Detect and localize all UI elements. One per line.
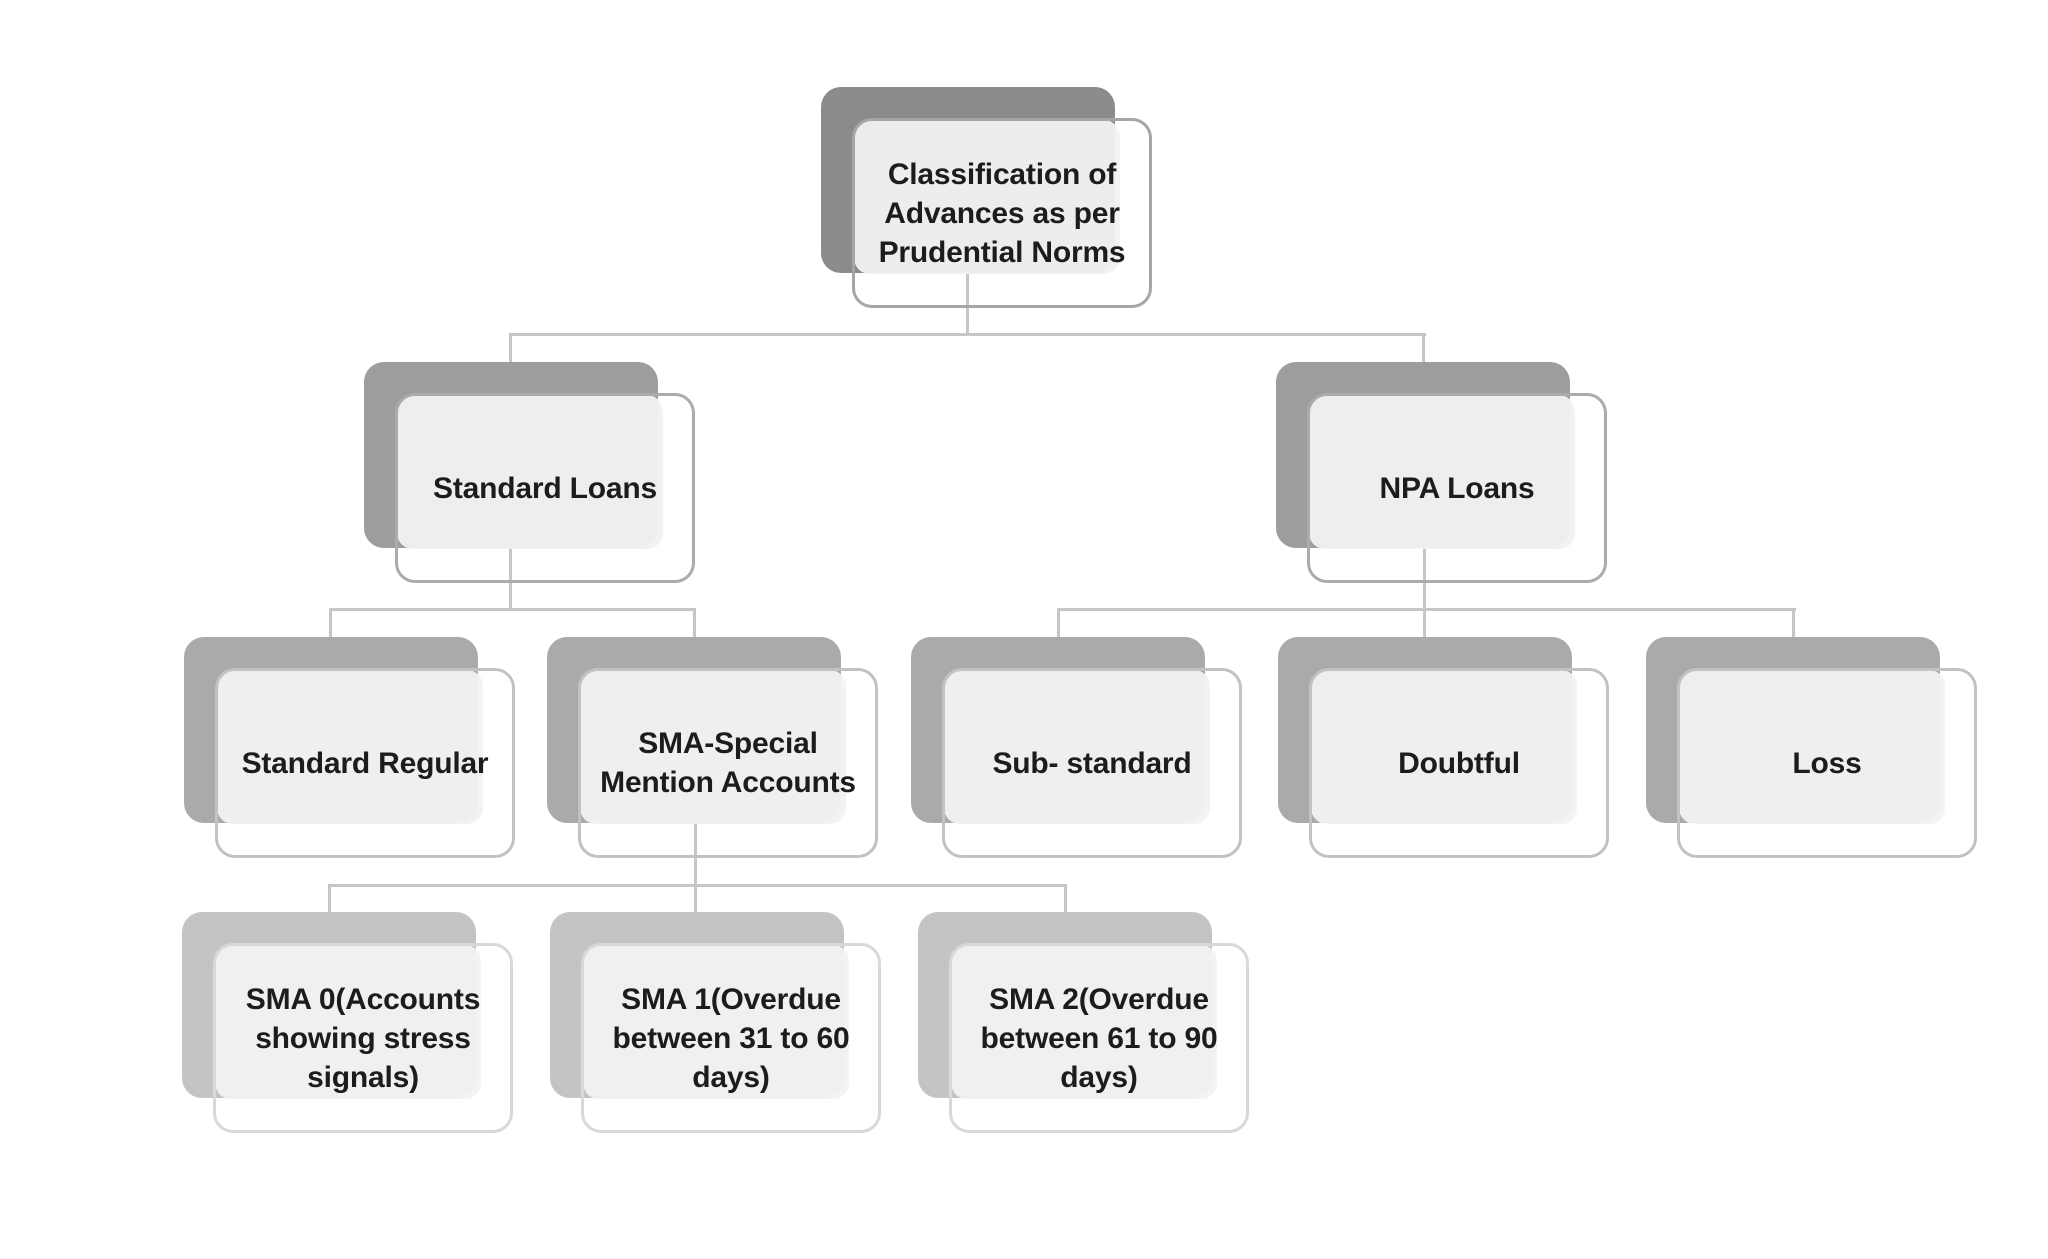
node-fill	[215, 945, 481, 1099]
node-fill	[1679, 670, 1945, 824]
node-fill	[1311, 670, 1577, 824]
node-fill	[580, 670, 846, 824]
node-label: SMA-Special Mention Accounts	[600, 727, 856, 799]
node-sub-standard: Sub- standard	[911, 637, 1242, 858]
node-label: SMA 1(Overdue between 31 to 60 days)	[612, 982, 850, 1094]
connector-drop-npa-loans	[1422, 333, 1425, 364]
node-loss: Loss	[1646, 637, 1977, 858]
node-fill	[583, 945, 849, 1099]
node-label: Doubtful	[1398, 746, 1520, 780]
node-label: Standard Loans	[433, 471, 657, 505]
connector-level2-hline	[509, 333, 1426, 336]
connector-standard-stem	[509, 548, 512, 610]
node-sma-special-mention-accounts: SMA-Special Mention Accounts	[547, 637, 878, 858]
node-classification-of-advances: Classification of Advances as per Pruden…	[821, 87, 1152, 308]
node-frame	[1309, 668, 1609, 858]
node-label: Sub- standard	[992, 746, 1192, 780]
connector-npa-children-hline	[1057, 608, 1796, 611]
node-label: SMA 0(Accounts showing stress signals)	[245, 982, 481, 1094]
connector-drop-sma2	[1064, 884, 1067, 915]
connector-drop-loss	[1792, 608, 1795, 639]
node-sma-1: SMA 1(Overdue between 31 to 60 days)	[550, 912, 881, 1133]
node-fill	[1309, 395, 1575, 549]
node-sma-2: SMA 2(Overdue between 61 to 90 days)	[918, 912, 1249, 1133]
connector-drop-sma	[693, 608, 696, 639]
node-fill	[944, 670, 1210, 824]
connector-sma-children-hline	[328, 884, 1067, 887]
connector-drop-sma0	[328, 884, 331, 915]
node-frame	[395, 393, 695, 583]
node-fill	[854, 120, 1120, 274]
connector-drop-sub-standard	[1057, 608, 1060, 639]
node-frame	[213, 943, 513, 1133]
node-standard-loans: Standard Loans	[364, 362, 695, 583]
node-frame	[578, 668, 878, 858]
node-fill	[217, 670, 483, 824]
connector-npa-stem	[1423, 548, 1426, 639]
node-frame	[852, 118, 1152, 308]
node-frame	[949, 943, 1249, 1133]
node-sma-0: SMA 0(Accounts showing stress signals)	[182, 912, 513, 1133]
connector-sma-stem	[694, 823, 697, 914]
node-fill	[397, 395, 663, 549]
node-fill	[951, 945, 1217, 1099]
node-label: Classification of Advances as per Pruden…	[878, 157, 1126, 269]
node-label: Standard Regular	[241, 746, 489, 780]
node-doubtful: Doubtful	[1278, 637, 1609, 858]
node-standard-regular: Standard Regular	[184, 637, 515, 858]
node-label: NPA Loans	[1379, 471, 1535, 505]
connector-drop-standard-regular	[329, 608, 332, 639]
node-frame	[942, 668, 1242, 858]
connector-drop-standard-loans	[509, 333, 512, 364]
node-frame	[581, 943, 881, 1133]
node-frame	[1307, 393, 1607, 583]
node-label: Loss	[1792, 746, 1862, 780]
node-label: SMA 2(Overdue between 61 to 90 days)	[980, 982, 1218, 1094]
connector-root-stem	[966, 273, 969, 336]
node-npa-loans: NPA Loans	[1276, 362, 1607, 583]
node-frame	[215, 668, 515, 858]
node-frame	[1677, 668, 1977, 858]
connector-standard-children-hline	[329, 608, 695, 611]
